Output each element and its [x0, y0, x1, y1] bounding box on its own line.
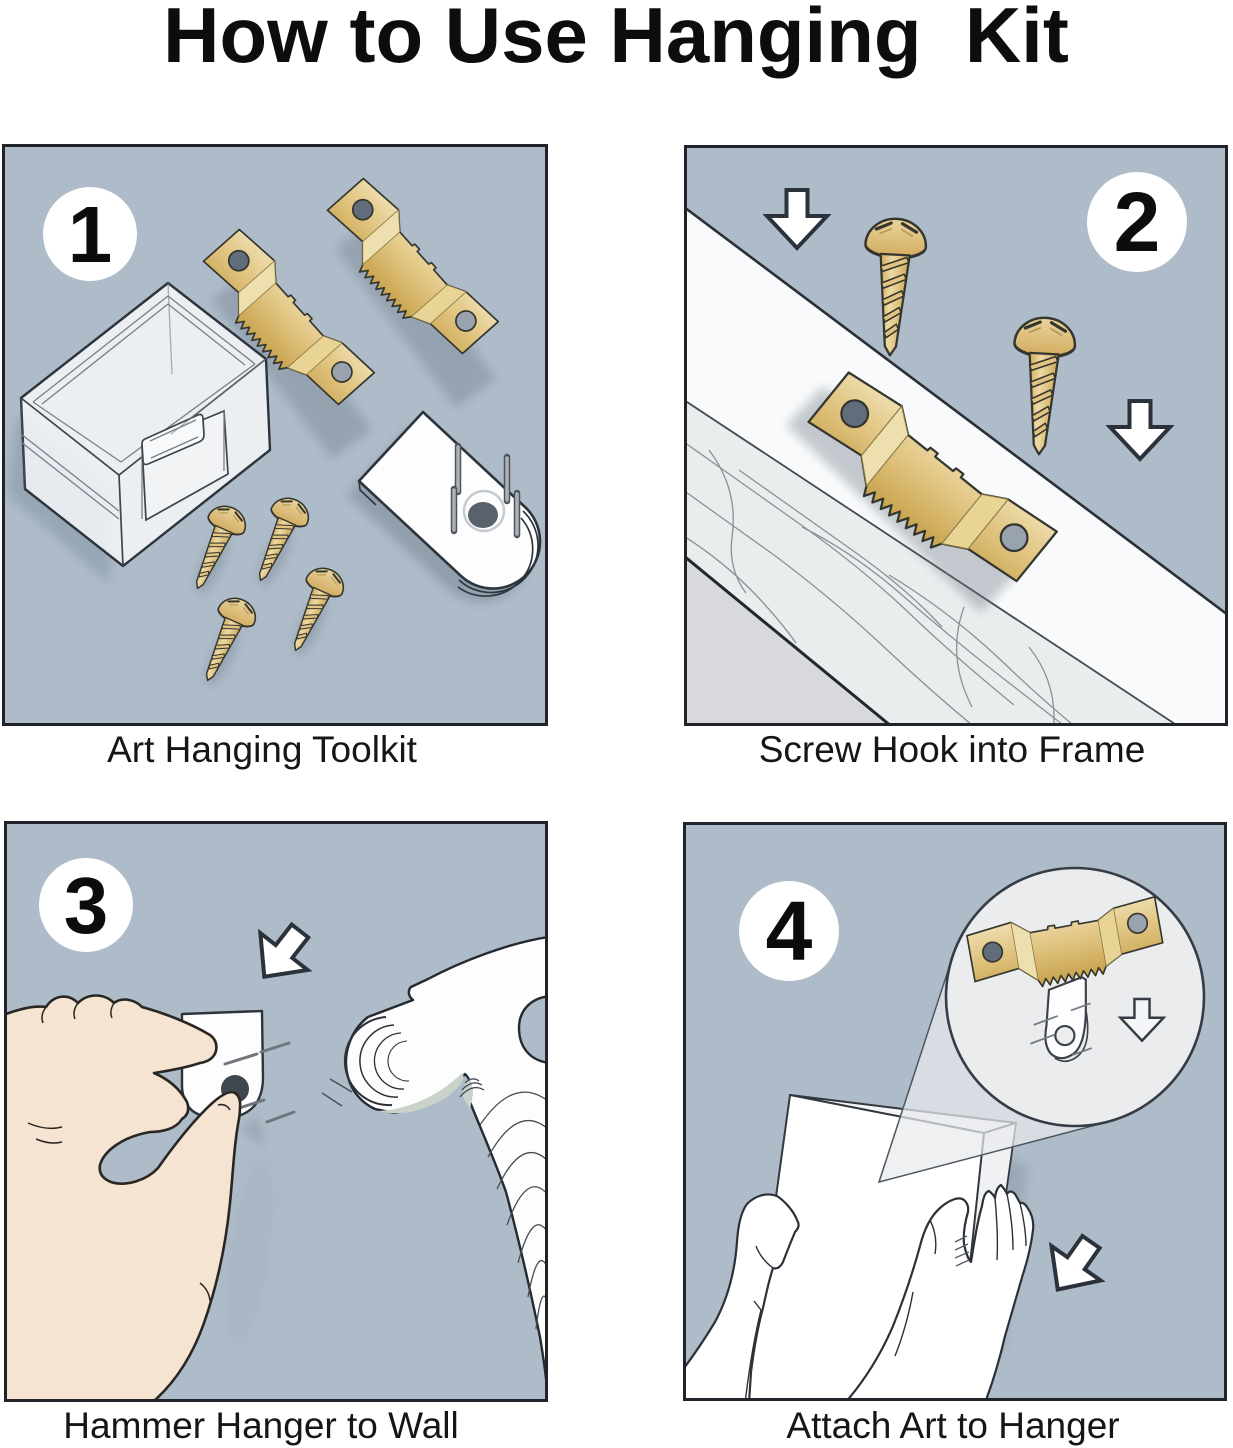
- svg-text:4: 4: [766, 884, 813, 978]
- svg-text:How to Use Hanging Kit: How to Use Hanging Kit: [163, 0, 1069, 79]
- svg-text:Hammer Hanger to Wall: Hammer Hanger to Wall: [63, 1405, 458, 1446]
- svg-text:1: 1: [68, 190, 113, 279]
- svg-text:3: 3: [64, 861, 109, 950]
- svg-text:Screw Hook into Frame: Screw Hook into Frame: [759, 729, 1146, 770]
- svg-text:Art Hanging Toolkit: Art Hanging Toolkit: [107, 729, 418, 770]
- svg-text:Attach Art to Hanger: Attach Art to Hanger: [786, 1405, 1119, 1446]
- svg-text:2: 2: [1114, 175, 1161, 269]
